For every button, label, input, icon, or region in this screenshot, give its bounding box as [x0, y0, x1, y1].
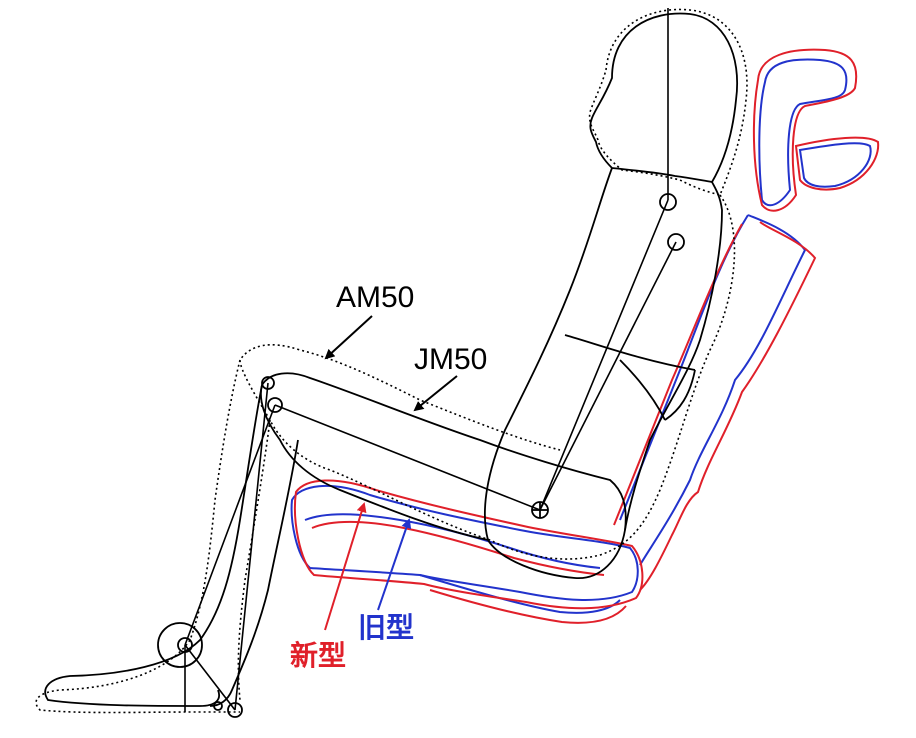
- am50-arrow: [324, 315, 373, 360]
- joint-markers: [177, 193, 685, 718]
- jm50-dummy-outline: [44, 12, 738, 707]
- knee-joint-marker: [267, 397, 283, 413]
- new-model-label: 新型: [290, 639, 346, 672]
- neck-joint-upper: [659, 193, 677, 211]
- am50-dummy-outline: [35, 8, 748, 714]
- heel-point-am50-marker: [213, 701, 223, 711]
- heel-point-marker: [227, 702, 243, 718]
- new-model-arrow: [324, 502, 367, 631]
- am50-label: AM50: [336, 281, 414, 314]
- knee-joint-am50-marker: [261, 376, 275, 390]
- old-seat-outline: [290, 58, 872, 614]
- old-model-label: 旧型: [358, 611, 414, 644]
- label-arrows: [324, 315, 458, 631]
- jm50-label: JM50: [414, 343, 487, 376]
- dummy-skeleton: [184, 8, 677, 712]
- new-seat-outline: [293, 48, 880, 624]
- neck-joint-lower: [667, 233, 685, 251]
- jm50-arrow: [413, 375, 458, 412]
- ankle-joint-marker: [177, 637, 193, 653]
- old-model-arrow: [377, 518, 412, 611]
